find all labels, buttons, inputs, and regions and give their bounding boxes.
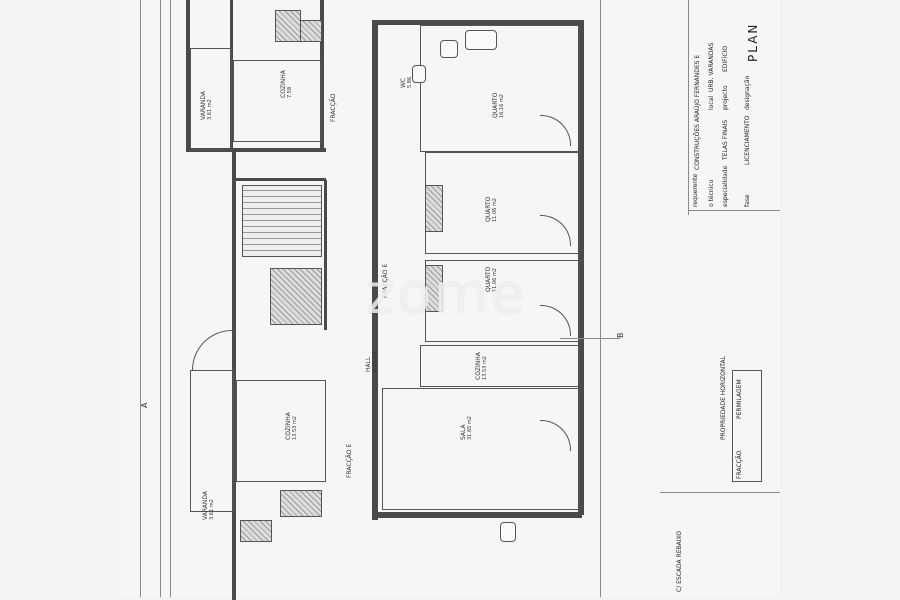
fraccao-label-top: FRACÇÃO	[330, 93, 337, 122]
title-projecto: EDIFÍCIO	[722, 45, 729, 72]
title-block-border	[688, 210, 780, 211]
title-local-label: local	[708, 96, 715, 110]
title-block-border	[688, 0, 689, 215]
room-label-wc: WC 5.86	[400, 76, 413, 88]
fraccao-label-mid: FRACÇÃO E	[382, 263, 389, 298]
toilet	[412, 65, 426, 83]
wall	[236, 178, 326, 181]
wall	[372, 20, 582, 25]
title-requerente: CONSTRUÇÕES ARAÚJO FERNANDES E	[694, 54, 701, 170]
door-swing	[192, 330, 233, 371]
wall	[324, 180, 327, 330]
bathtub	[465, 30, 497, 50]
ph-table-title: PROPRIEDADE HORIZONTAL	[720, 356, 727, 440]
ph-table: FRACÇÃO PERMILAGEM	[732, 370, 762, 482]
dimension-line	[170, 0, 171, 597]
wall	[578, 20, 584, 515]
wall	[320, 0, 324, 150]
hatched-column	[300, 20, 322, 42]
room-label-varanda-top: VARANDA 3.61 m2	[200, 91, 213, 120]
hatched-column	[280, 490, 322, 517]
room-outline	[233, 60, 322, 142]
floor-plan-sheet: VARANDA 3.61 m2 COZINHA 7.58 FRACÇÃO COZ…	[120, 0, 780, 600]
dimension-line	[140, 0, 141, 597]
dimension-line	[600, 0, 601, 597]
title-fase: LICENCIAMENTO	[744, 115, 751, 166]
wardrobe	[425, 265, 443, 312]
room-outline	[382, 388, 580, 510]
hatched-column	[240, 520, 272, 542]
elevator-shaft	[270, 268, 322, 325]
section-line	[560, 338, 620, 339]
wall	[372, 20, 378, 520]
dimension-line	[160, 0, 161, 597]
room-outline	[420, 25, 580, 152]
wall	[232, 150, 236, 600]
room-outline	[190, 370, 234, 512]
hatched-column	[275, 10, 301, 42]
bottom-note: C/ ESCADA REBAIXO	[676, 531, 683, 592]
room-outline	[190, 48, 232, 150]
wall	[186, 0, 190, 150]
room-label-quarto-2: QUARTO 11.06 m2	[485, 196, 498, 222]
stair	[242, 185, 322, 257]
title-especialidade: TELAS FINAIS	[722, 119, 729, 160]
title-designacao-label: designação	[744, 75, 751, 110]
room-label-cozinha-top: COZINHA 7.58	[280, 70, 293, 98]
room-outline	[420, 345, 580, 387]
room-label-quarto-3: QUARTO 11.06 m2	[485, 266, 498, 292]
sink	[440, 40, 458, 58]
title-projecto-label: projecto	[722, 85, 729, 111]
room-label-varanda-low: VARANDA 3.61 m2	[202, 491, 215, 520]
note-frame	[660, 492, 780, 493]
title-tecnico-label: o técnico	[708, 179, 715, 207]
title-especialidade-label: especialidade	[722, 165, 729, 207]
room-label-quarto-1: QUARTO 16.16 m2	[492, 92, 505, 118]
fraccao-label-low: FRACÇÃO E	[346, 443, 353, 478]
title-local: URB. VARANDAS	[708, 42, 715, 92]
title-designacao: PLAN	[746, 22, 760, 62]
title-requerente-label: requerente	[692, 173, 699, 207]
toilet	[500, 522, 516, 542]
room-outline	[236, 380, 326, 482]
wardrobe	[425, 185, 443, 232]
room-label-cozinha-low: COZINHA 13.53 m2	[285, 412, 298, 440]
wall	[186, 148, 326, 152]
room-label-hall: HALL 6.56 m2	[365, 351, 378, 372]
room-label-sala: SALA 31.65 m2	[460, 416, 473, 440]
section-marker-a: A	[140, 402, 149, 408]
section-marker-b: B	[616, 332, 625, 339]
ph-header-permilagem: PERMILAGEM	[736, 379, 743, 419]
wall	[372, 512, 582, 518]
title-fase-label: fase	[744, 194, 751, 207]
room-label-cozinha-mid: COZINHA 13.53 m2	[475, 352, 488, 380]
ph-header-fraccao: FRACÇÃO	[736, 450, 743, 479]
